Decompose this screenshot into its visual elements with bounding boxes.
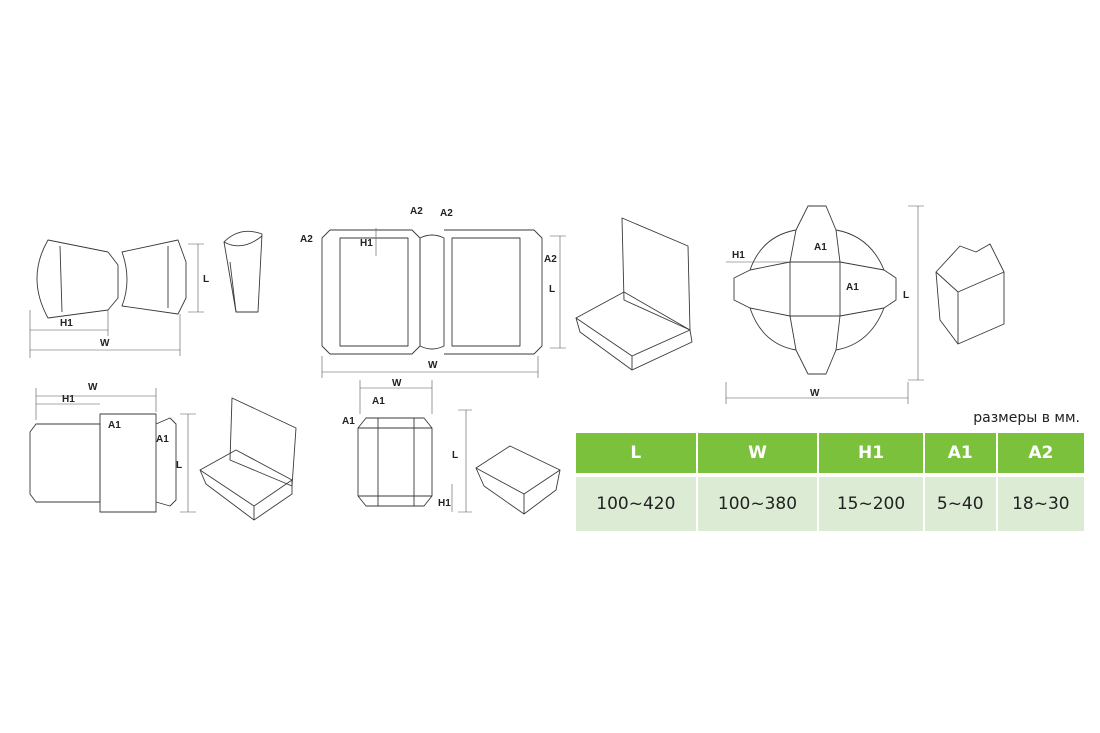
table-row: 100~420 100~380 15~200 5~40 18~30 — [576, 473, 1084, 531]
header-H1: H1 — [819, 433, 925, 473]
tray-template-top: W L H1 A2 A2 A2 A2 — [300, 206, 566, 378]
value-A2: 18~30 — [997, 473, 1084, 531]
label-L-2: L — [549, 284, 555, 295]
clamshell-box-3d — [575, 217, 693, 371]
tray-template-bottom: W A1 A1 L H1 — [342, 378, 472, 513]
label-L-6: L — [452, 450, 458, 461]
label-W-2: W — [428, 360, 438, 371]
tray-3d — [475, 445, 561, 515]
label-A1-5b: A1 — [156, 434, 169, 445]
label-A1-6a: A1 — [372, 396, 385, 407]
label-A2-right: A2 — [544, 254, 557, 265]
label-W: W — [100, 338, 110, 349]
value-A1: 5~40 — [924, 473, 998, 531]
label-L: L — [203, 274, 209, 285]
label-H1-6: H1 — [438, 498, 451, 509]
label-H1-4: H1 — [732, 250, 745, 261]
dimensions-table: L W H1 A1 A2 100~420 100~380 15~200 5~40… — [576, 433, 1084, 531]
label-A2-top-1: A2 — [410, 206, 423, 217]
header-A2: A2 — [997, 433, 1084, 473]
label-L-5: L — [176, 460, 182, 471]
label-W-6: W — [392, 378, 402, 389]
label-W-5: W — [88, 382, 98, 393]
lunch-box-3d — [199, 397, 297, 521]
value-H1: 15~200 — [819, 473, 925, 531]
fry-box-template: H1 W L — [29, 239, 209, 358]
label-A1-4a: A1 — [814, 242, 827, 253]
units-caption: размеры в мм. — [973, 410, 1080, 426]
label-H1-5: H1 — [62, 394, 75, 405]
fry-box-3d — [223, 230, 263, 313]
noodle-box-3d — [935, 243, 1005, 345]
label-L-4: L — [903, 290, 909, 301]
lunch-box-template: W H1 L A1 A1 — [29, 382, 196, 513]
label-A1-6b: A1 — [342, 416, 355, 427]
label-H1: H1 — [60, 318, 73, 329]
table-header-row: L W H1 A1 A2 — [576, 433, 1084, 473]
header-L: L — [576, 433, 698, 473]
noodle-box-template: W L H1 A1 A1 — [725, 205, 924, 404]
label-A1-4b: A1 — [846, 282, 859, 293]
header-W: W — [697, 433, 820, 473]
label-A2-left: A2 — [300, 234, 313, 245]
value-L: 100~420 — [576, 473, 698, 531]
label-A2-top-2: A2 — [440, 208, 453, 219]
label-A1-5a: A1 — [108, 420, 121, 431]
label-H1-2: H1 — [360, 238, 373, 249]
label-W-4: W — [810, 388, 820, 399]
header-A1: A1 — [924, 433, 998, 473]
value-W: 100~380 — [697, 473, 820, 531]
